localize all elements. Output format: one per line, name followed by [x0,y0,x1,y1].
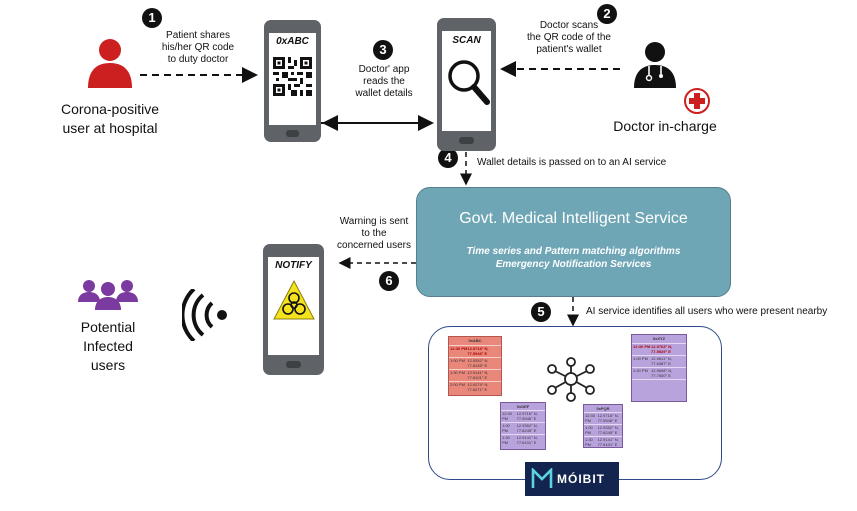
group-icon [78,280,138,310]
biohazard-icon [273,279,315,320]
moibit-mark-icon [531,468,553,488]
service-title: Govt. Medical Intelligent Service [459,210,688,227]
step-6-text: Warning is sent to the concerned users [337,216,411,251]
step-2-text: Doctor scans the QR code of the patient'… [527,20,611,55]
qr-phone: 0xABC [264,20,321,142]
card-title: 0xPQR [596,406,610,411]
service-line-2: Emergency Notification Services [495,259,652,270]
card-row-time: 1:00 PM [633,356,648,361]
govt-service-box: Govt. Medical Intelligent Service Time s… [416,187,731,297]
card-row-time: 1:30 PM [502,435,510,445]
notify-phone-label: NOTIFY [275,260,312,271]
doctor-label: Doctor in-charge [613,118,717,134]
card-row-coords: 12.9352° N, 77.6245° E [467,358,489,368]
step-5-text: AI service identifies all users who were… [586,306,828,317]
scan-phone: SCAN [437,18,496,151]
service-line-1: Time series and Pattern matching algorit… [466,246,681,257]
card-row-coords: 12.9611° N, 77.6387° E [651,356,672,366]
card-row: 1:00 PM 12.9352° N, 77.6245° E [501,422,545,434]
magnifier-icon [448,60,490,105]
card-row-coords: 12.9141° N, 77.6101° E [516,435,538,445]
moibit-wordmark: MÓIBIT [557,472,605,486]
card-row: 1:30 PM 12.9141° N, 77.6101° E [584,436,622,448]
card-row-coords: 12.9698° N, 77.7500° E [651,368,673,378]
card-row-time: 12:30 PM [450,346,468,351]
card-row: 1:30 PM 12.9141° N, 77.6101° E [501,434,545,446]
card-row-time: 1:00 PM [585,425,593,435]
card-row-time: 1:00 PM [450,358,465,363]
step-1-text: Patient shares his/her QR code to duty d… [161,30,235,65]
card-row-time: 1:00 PM [502,423,510,433]
card-row-time: 1:30 PM [633,368,648,373]
card-title: 0xABC [468,338,482,343]
card-row [632,379,686,391]
card-row-coords: 12.9763° N, 77.5929° E [651,344,673,354]
doctor-icon [634,42,676,88]
notify-phone: NOTIFY [263,244,324,375]
step-6-badge: 6 [379,271,399,291]
card-row-time: 1:30 PM [585,437,593,447]
card-title: 0xDEF [516,404,530,409]
step-4-badge: 4 [438,148,458,168]
infected-label: Potential Infected users [80,319,136,373]
moibit-logo: MÓIBIT [525,462,619,496]
card-row-coords: 12.9141° N, 77.6101° E [597,437,619,447]
person-icon [88,39,132,88]
qr-code-icon [273,57,312,96]
card-row-coords: 12.9716° N, 77.5946° E [467,346,489,356]
card-row-time: 12:30 PM [633,344,651,349]
card-row-time: 12:30 PM [502,411,513,421]
scan-phone-label: SCAN [452,35,481,46]
wireless-icon [182,289,227,341]
red-cross-icon [684,88,710,114]
card-row-coords: 12.9279° N, 77.6271° E [467,382,489,392]
card-title: 0xXYZ [652,336,666,341]
card-row-coords: 12.9352° N, 77.6245° E [516,423,538,433]
step-2-badge: 2 [597,4,617,24]
card-row-coords: 12.9716° N, 77.5946° E [516,411,538,421]
step-3-badge: 3 [373,40,393,60]
qr-phone-label: 0xABC [276,36,309,47]
card-row: 1:00 PM 12.9352° N, 77.6245° E [584,424,622,436]
card-row-coords: 12.9141° N, 77.6101° E [467,370,489,380]
step-3-text: Doctor' app reads the wallet details [355,64,413,99]
card-row-time: 2:00 PM [450,382,465,387]
card-row-time [632,380,651,391]
patient-label: Corona-positive user at hospital [60,101,160,136]
step-4-text: Wallet details is passed on to an AI ser… [477,157,667,168]
step-1-badge: 1 [142,8,162,28]
card-row-coords: 12.9352° N, 77.6245° E [597,425,619,435]
card-row-time: 1:30 PM [450,370,465,375]
card-row-coords [651,380,686,391]
card-row-time: 12:30 PM [585,413,596,423]
card-row-coords: 12.9716° N, 77.5946° E [597,413,619,423]
network-icon [547,357,595,402]
step-5-badge: 5 [531,302,551,322]
